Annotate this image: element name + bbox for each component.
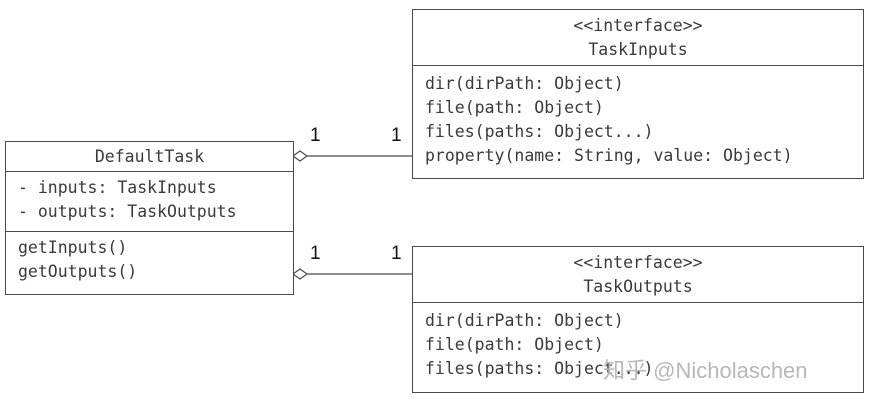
method-dir: dir(dirPath: Object)	[425, 311, 624, 330]
interface-name: TaskOutputs	[583, 277, 693, 296]
methods-section: dir(dirPath: Object) file(path: Object) …	[413, 65, 863, 168]
stereotype: <<interface>>	[573, 253, 703, 272]
inputs-source-multiplicity: 1	[310, 125, 321, 146]
task-outputs-interface: <<interface>> TaskOutputs dir(dirPath: O…	[412, 246, 864, 393]
interface-header: <<interface>> TaskInputs	[413, 10, 863, 65]
interface-header: <<interface>> TaskOutputs	[413, 247, 863, 302]
interface-name: TaskInputs	[588, 40, 688, 59]
inputs-target-multiplicity: 1	[391, 125, 402, 146]
method-dir: dir(dirPath: Object)	[425, 74, 624, 93]
default-task-class: DefaultTask - inputs: TaskInputs - outpu…	[5, 141, 294, 295]
outputs-association	[291, 268, 412, 280]
class-name: DefaultTask	[94, 147, 205, 166]
method-get-outputs: getOutputs()	[18, 262, 138, 281]
methods-section: getInputs() getOutputs()	[6, 231, 293, 284]
attributes-section: - inputs: TaskInputs - outputs: TaskOutp…	[6, 171, 293, 231]
aggregation-diamond-inputs	[291, 150, 309, 162]
stereotype: <<interface>>	[573, 16, 703, 35]
aggregation-diamond-outputs	[291, 268, 309, 280]
attribute-inputs: - inputs: TaskInputs	[18, 178, 217, 197]
watermark: 知乎 @Nicholaschen	[603, 358, 808, 383]
outputs-target-multiplicity: 1	[391, 243, 402, 264]
task-inputs-interface: <<interface>> TaskInputs dir(dirPath: Ob…	[412, 9, 864, 179]
method-file: file(path: Object)	[425, 98, 604, 117]
method-files: files(paths: Object...)	[425, 359, 654, 378]
inputs-association	[291, 150, 412, 162]
methods-section: dir(dirPath: Object) file(path: Object) …	[413, 302, 863, 381]
method-file: file(path: Object)	[425, 335, 604, 354]
method-get-inputs: getInputs()	[18, 238, 128, 257]
attribute-outputs: - outputs: TaskOutputs	[18, 202, 237, 221]
class-name-section: DefaultTask	[6, 142, 293, 171]
method-property: property(name: String, value: Object)	[425, 146, 793, 165]
outputs-source-multiplicity: 1	[310, 243, 321, 264]
method-files: files(paths: Object...)	[425, 122, 654, 141]
